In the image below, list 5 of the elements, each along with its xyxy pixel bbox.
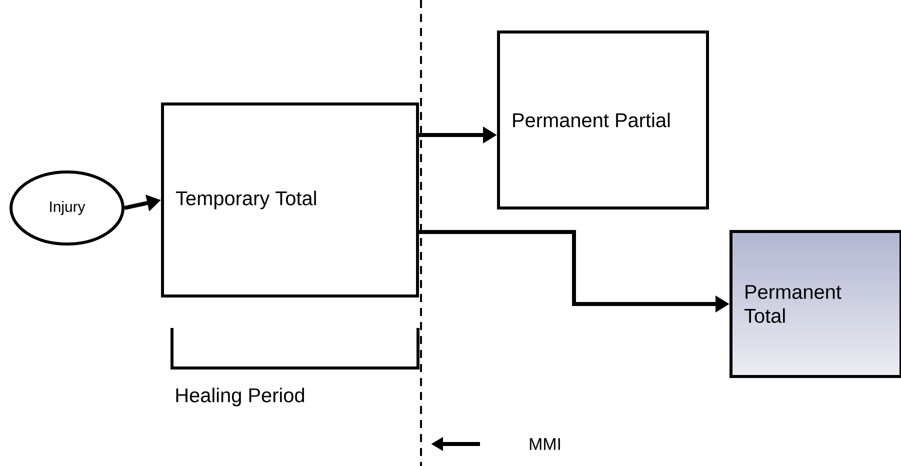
process-box: Temporary Total: [161, 102, 419, 298]
process-box: Permanent Total: [730, 230, 901, 378]
line-label: MMI: [530, 438, 560, 450]
bracket-label: Healing Period: [176, 388, 304, 406]
process-box: Permanent Partial: [497, 30, 709, 210]
